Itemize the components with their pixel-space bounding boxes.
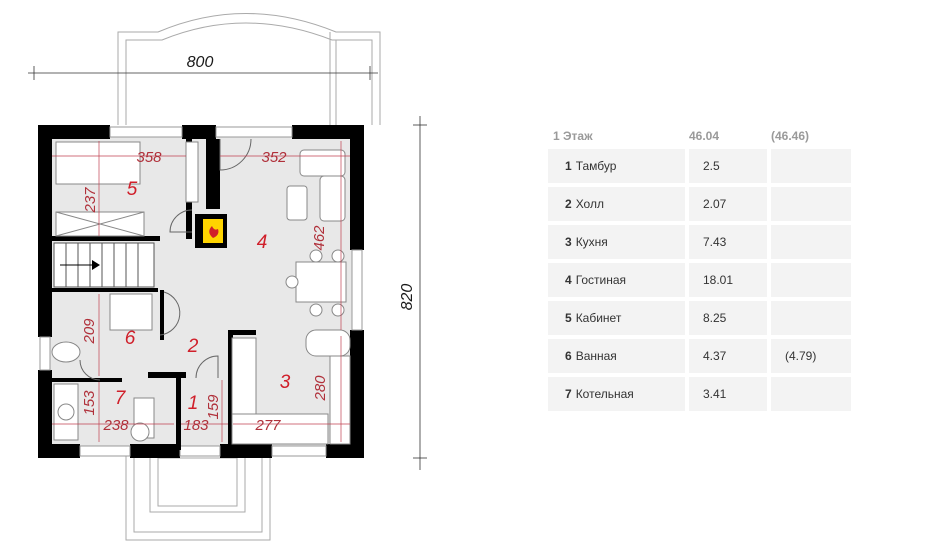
dim-overall-width: 800 — [187, 54, 214, 71]
total-area: 46.04 — [689, 129, 720, 143]
room-num: 1 — [565, 159, 572, 173]
room-num: 4 — [565, 273, 572, 287]
room-name: Тамбур — [575, 159, 617, 173]
room-alt-cell — [771, 377, 851, 411]
dim-238: 238 — [102, 417, 129, 434]
room-num: 7 — [565, 387, 572, 401]
windows — [39, 126, 363, 457]
floor-label: 1 Этаж — [553, 129, 593, 143]
dim-358: 358 — [136, 149, 162, 166]
room-alt-cell — [771, 187, 851, 221]
room-num: 3 — [565, 235, 572, 249]
dim-209: 209 — [81, 318, 98, 345]
dim-462: 462 — [311, 225, 328, 251]
room-alt-cell — [771, 149, 851, 183]
room-name: Холл — [575, 197, 604, 211]
floor-plan: 800 820 358 352 237 462 209 153 238 183 … — [28, 13, 427, 541]
room-area-cell: 2.5 — [689, 149, 767, 183]
room-num: 6 — [565, 349, 572, 363]
door-swings — [79, 138, 252, 381]
interior-dimension-lines — [52, 141, 350, 442]
room-area-cell: 4.37 — [689, 339, 767, 373]
room-number-4: 4 — [257, 232, 268, 253]
room-alt-cell — [771, 301, 851, 335]
outer-walls — [38, 125, 364, 458]
room-name: Кабинет — [575, 311, 622, 325]
room-number-7: 7 — [115, 388, 127, 409]
dim-183: 183 — [183, 417, 209, 434]
room-number-3: 3 — [280, 372, 291, 393]
room-number-1: 1 — [188, 393, 199, 414]
dim-280: 280 — [312, 375, 329, 402]
staircase — [53, 242, 155, 288]
overall-dimension-lines — [28, 66, 427, 470]
room-num: 5 — [565, 311, 572, 325]
room-alt-cell — [771, 263, 851, 297]
fireplace — [195, 214, 227, 248]
room-alt-cell — [771, 225, 851, 259]
room-area-cell: 7.43 — [689, 225, 767, 259]
room-area-cell: 8.25 — [689, 301, 767, 335]
terrace-bottom — [125, 451, 271, 541]
room-alt-cell: (4.79) — [771, 339, 851, 373]
dim-352: 352 — [261, 149, 287, 166]
room-area-cell: 3.41 — [689, 377, 767, 411]
terrace-top — [117, 13, 381, 125]
room-name: Кухня — [575, 235, 608, 249]
room-name: Котельная — [575, 387, 634, 401]
room-area-cell: 18.01 — [689, 263, 767, 297]
dim-277: 277 — [254, 417, 281, 434]
total-area-alt: (46.46) — [771, 129, 810, 143]
room-name: Ванная — [575, 349, 617, 363]
room-name: Гостиная — [575, 273, 627, 287]
room-number-2: 2 — [187, 336, 199, 357]
furniture — [51, 141, 351, 445]
dim-237: 237 — [82, 187, 99, 214]
room-number-6: 6 — [125, 328, 136, 349]
room-num: 2 — [565, 197, 572, 211]
table-header: 1 Этаж 46.04 (46.46) — [548, 127, 853, 145]
dim-overall-height: 820 — [399, 284, 416, 311]
room-area-cell: 2.07 — [689, 187, 767, 221]
dim-153: 153 — [81, 390, 98, 416]
dim-159: 159 — [205, 394, 222, 420]
room-number-5: 5 — [127, 179, 138, 200]
